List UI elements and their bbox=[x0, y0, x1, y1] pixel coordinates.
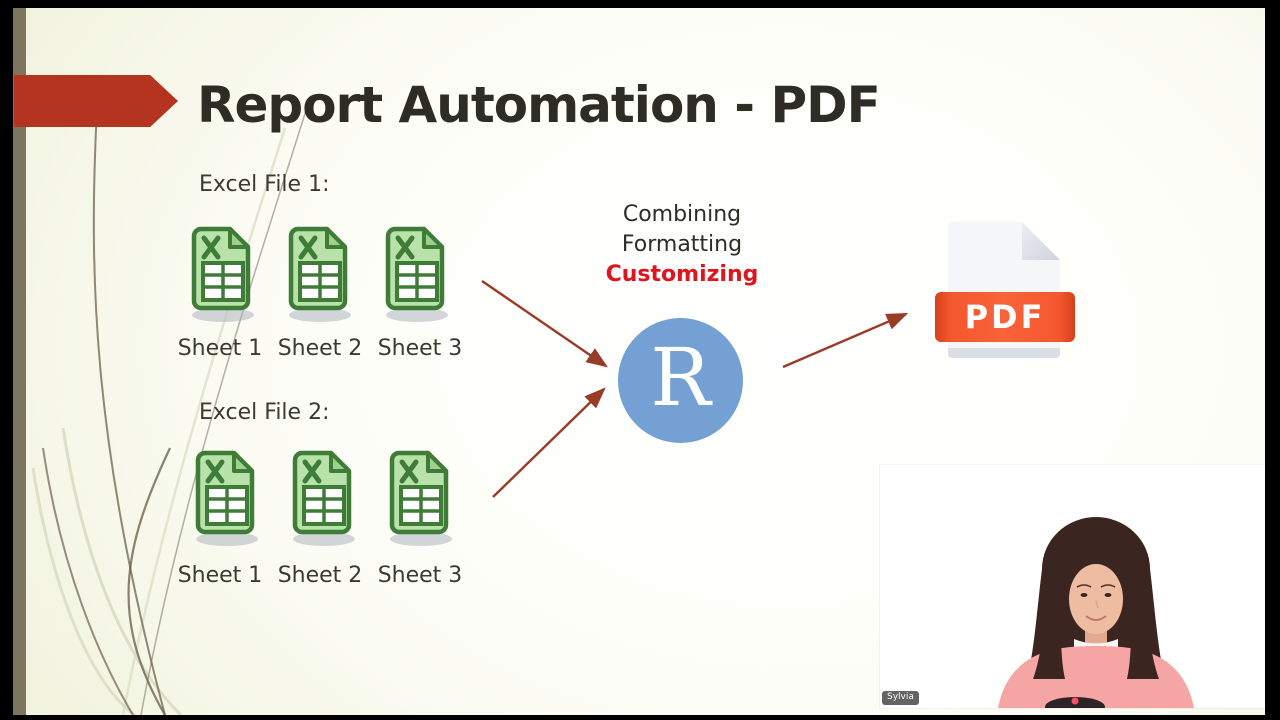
hair-fringe bbox=[1067, 545, 1125, 583]
process-line-formatting: Formatting bbox=[621, 232, 743, 257]
webcam-name-badge: Sylvia bbox=[882, 691, 919, 705]
sheet-label: Sheet 3 bbox=[377, 563, 463, 588]
presenter-webcam: Sylvia bbox=[880, 465, 1265, 708]
excel-file-icon bbox=[288, 226, 351, 322]
presenter-portrait bbox=[998, 517, 1194, 708]
sheet-label: Sheet 2 bbox=[277, 563, 363, 588]
presentation-slide: Report Automation - PDF Excel File 1: bbox=[13, 8, 1265, 715]
r-logo-letter: R bbox=[650, 331, 711, 424]
sheet-label: Sheet 3 bbox=[377, 336, 463, 361]
title-arrow-banner bbox=[14, 75, 178, 127]
face bbox=[1069, 564, 1123, 634]
process-text-block: Combining Formatting Customizing bbox=[542, 200, 822, 290]
eye-left bbox=[1080, 593, 1088, 597]
excel-file-2-label: Excel File 2: bbox=[199, 400, 330, 425]
process-line-customizing: Customizing bbox=[605, 262, 759, 287]
excel-file-icon bbox=[385, 226, 448, 322]
eyebrows bbox=[1076, 584, 1116, 588]
arrow-excel2-to-r-icon bbox=[492, 387, 606, 498]
sheet-label: Sheet 1 bbox=[177, 563, 263, 588]
pdf-file-icon: PDF bbox=[935, 218, 1075, 370]
r-logo-icon: R bbox=[618, 318, 743, 443]
pdf-document-edge bbox=[948, 348, 1060, 358]
excel-icon-row-1 bbox=[189, 226, 451, 326]
excel-file-icon bbox=[292, 450, 355, 546]
hair-left bbox=[1033, 577, 1065, 679]
page-title: Report Automation - PDF bbox=[197, 76, 881, 134]
hair-right bbox=[1127, 577, 1159, 679]
excel-file-icon bbox=[389, 450, 452, 546]
excel-file-icon bbox=[195, 450, 258, 546]
nose bbox=[1095, 600, 1099, 609]
smile bbox=[1085, 615, 1107, 621]
mic-light bbox=[1071, 697, 1079, 705]
slide-edge-strip bbox=[13, 8, 26, 715]
arrow-r-to-pdf-icon bbox=[782, 312, 909, 369]
pdf-fold-corner bbox=[1022, 222, 1060, 260]
excel-file-icon bbox=[191, 226, 254, 322]
pdf-ribbon: PDF bbox=[935, 292, 1075, 342]
pdf-label: PDF bbox=[964, 298, 1046, 336]
arrow-excel1-to-r-icon bbox=[481, 280, 608, 368]
process-line-combining: Combining bbox=[622, 202, 742, 227]
shirt bbox=[998, 646, 1194, 708]
excel-file-1-label: Excel File 1: bbox=[199, 172, 330, 197]
excel-icon-row-2 bbox=[193, 450, 455, 550]
sheet-label: Sheet 2 bbox=[277, 336, 363, 361]
eye-right bbox=[1104, 593, 1112, 597]
sheet-label: Sheet 1 bbox=[177, 336, 263, 361]
